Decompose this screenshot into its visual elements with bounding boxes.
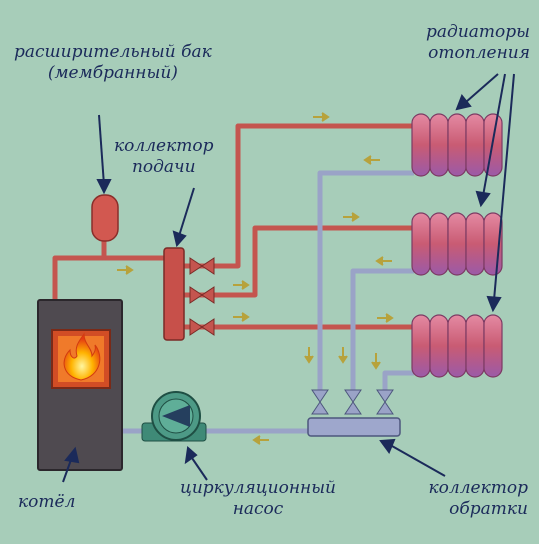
ball-valve-icon xyxy=(189,257,215,275)
arrow-right-icon xyxy=(313,112,330,122)
arrow-right-icon xyxy=(233,280,250,290)
flow-arrows xyxy=(117,112,394,445)
pointer-head xyxy=(64,446,80,464)
pointer-head xyxy=(184,446,198,465)
pointer-head xyxy=(96,179,112,195)
expansion-tank xyxy=(91,194,119,242)
arrow-right-icon xyxy=(117,265,134,275)
boiler-supply-pipe xyxy=(52,255,173,303)
arrow-right-icon xyxy=(233,312,250,322)
radiator-icon xyxy=(411,212,503,276)
arrow-down-icon xyxy=(371,353,381,370)
pump-label: циркуляционный насос xyxy=(179,478,337,519)
fire-icon xyxy=(63,332,101,381)
ball-valve-icon xyxy=(376,389,394,415)
boiler-label: котёл xyxy=(18,492,76,512)
arrow-right-icon xyxy=(377,313,394,323)
pointer-head xyxy=(475,190,491,208)
return-pipe-radiator-1 xyxy=(317,170,414,398)
return-pipe-radiator-2 xyxy=(350,268,414,398)
ball-valve-icon xyxy=(344,389,362,415)
arrow-down-icon xyxy=(338,347,348,364)
pointer-head xyxy=(379,438,396,455)
arrow-left-icon xyxy=(375,256,392,266)
supply-pipe-radiator-1 xyxy=(182,123,415,269)
return-manifold-label: коллектор обратки xyxy=(428,478,529,519)
ball-valve-icon xyxy=(189,286,215,304)
ball-valve-icon xyxy=(189,318,215,336)
supply-manifold-label: коллектор подачи xyxy=(114,136,214,177)
arrow-down-icon xyxy=(304,347,314,364)
arrow-right-icon xyxy=(343,212,360,222)
label-pointers xyxy=(62,73,515,483)
supply-manifold xyxy=(163,247,185,341)
pointer-head xyxy=(455,94,472,111)
expansion-tank-label: расширительный бак (мембранный) xyxy=(14,42,212,83)
ball-valve-icon xyxy=(311,389,329,415)
boiler xyxy=(37,299,123,471)
pointer-head xyxy=(486,295,502,313)
arrow-left-icon xyxy=(252,435,269,445)
pointer-head xyxy=(172,230,187,248)
arrow-left-icon xyxy=(363,155,380,165)
supply-pipe-radiator-2 xyxy=(182,225,415,298)
radiators-label: радиаторы отопления xyxy=(426,22,530,63)
circulation-pump-icon xyxy=(141,391,207,442)
return-manifold xyxy=(307,417,401,437)
radiator-icon xyxy=(411,314,503,378)
